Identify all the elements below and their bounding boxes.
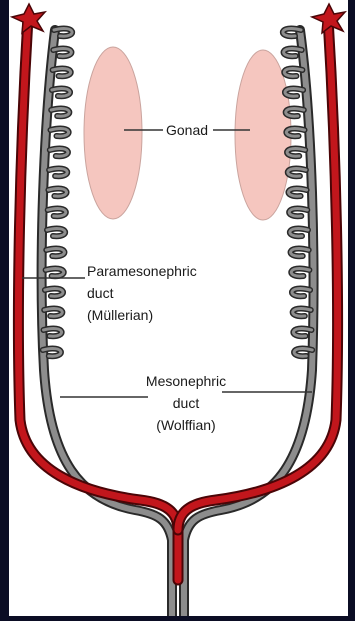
mesonephric-label-line3: (Wolffian): [156, 417, 215, 433]
gonad-left: [84, 47, 142, 219]
mesonephric-label-line2: duct: [173, 395, 200, 411]
paramesonephric-label-line1: Paramesonephric: [87, 263, 197, 279]
gonad-label: Gonad: [166, 122, 208, 138]
paramesonephric-label-line3: (Müllerian): [87, 307, 153, 323]
paramesonephric-label-line2: duct: [87, 285, 114, 301]
mesonephric-label-line1: Mesonephric: [146, 373, 226, 389]
